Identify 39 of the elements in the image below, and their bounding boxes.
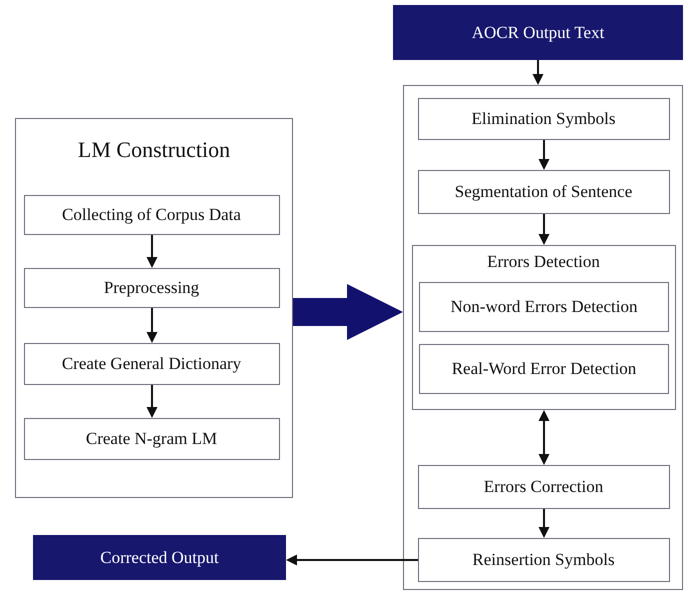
arrow: [146, 385, 158, 418]
process-box: [24, 194, 280, 234]
group-box: [412, 244, 676, 410]
node-label: Create General Dictionary: [62, 354, 242, 374]
arrow: [532, 60, 544, 85]
arrow: [538, 509, 550, 538]
node-label: Corrected Output: [100, 548, 219, 568]
node-label: Create N-gram LM: [86, 428, 218, 448]
process-box: [419, 282, 669, 332]
block-arrow: [293, 284, 403, 340]
terminal-box: [33, 535, 286, 580]
node-label: AOCR Output Text: [472, 22, 604, 42]
group-heading: Errors Detection: [486, 252, 601, 272]
arrow: [286, 554, 418, 566]
terminal-box: [393, 5, 683, 60]
group-heading: LM Construction: [76, 137, 232, 163]
arrow: [146, 308, 158, 343]
arrow: [538, 214, 550, 245]
arrow: [538, 410, 550, 465]
process-box: [418, 170, 670, 214]
process-box: [24, 268, 280, 308]
process-box: [418, 464, 670, 508]
arrow: [146, 235, 158, 268]
node-label: Preprocessing: [104, 278, 200, 298]
process-box: [24, 418, 280, 460]
node-label: Reinsertion Symbols: [472, 550, 615, 570]
node-label: Non-word Errors Detection: [450, 297, 638, 317]
container-box: [403, 85, 683, 590]
process-box: [418, 538, 670, 582]
process-box: [419, 344, 669, 394]
node-label: Elimination Symbols: [471, 108, 616, 128]
arrow: [538, 140, 550, 170]
process-box: [24, 342, 280, 384]
process-box: [418, 98, 670, 140]
node-label: Segmentation of Sentence: [454, 182, 632, 202]
node-label: Errors Correction: [484, 476, 604, 496]
node-label: Collecting of Corpus Data: [62, 204, 241, 224]
group-box: [15, 118, 293, 498]
node-label: Real-Word Error Detection: [452, 359, 636, 379]
